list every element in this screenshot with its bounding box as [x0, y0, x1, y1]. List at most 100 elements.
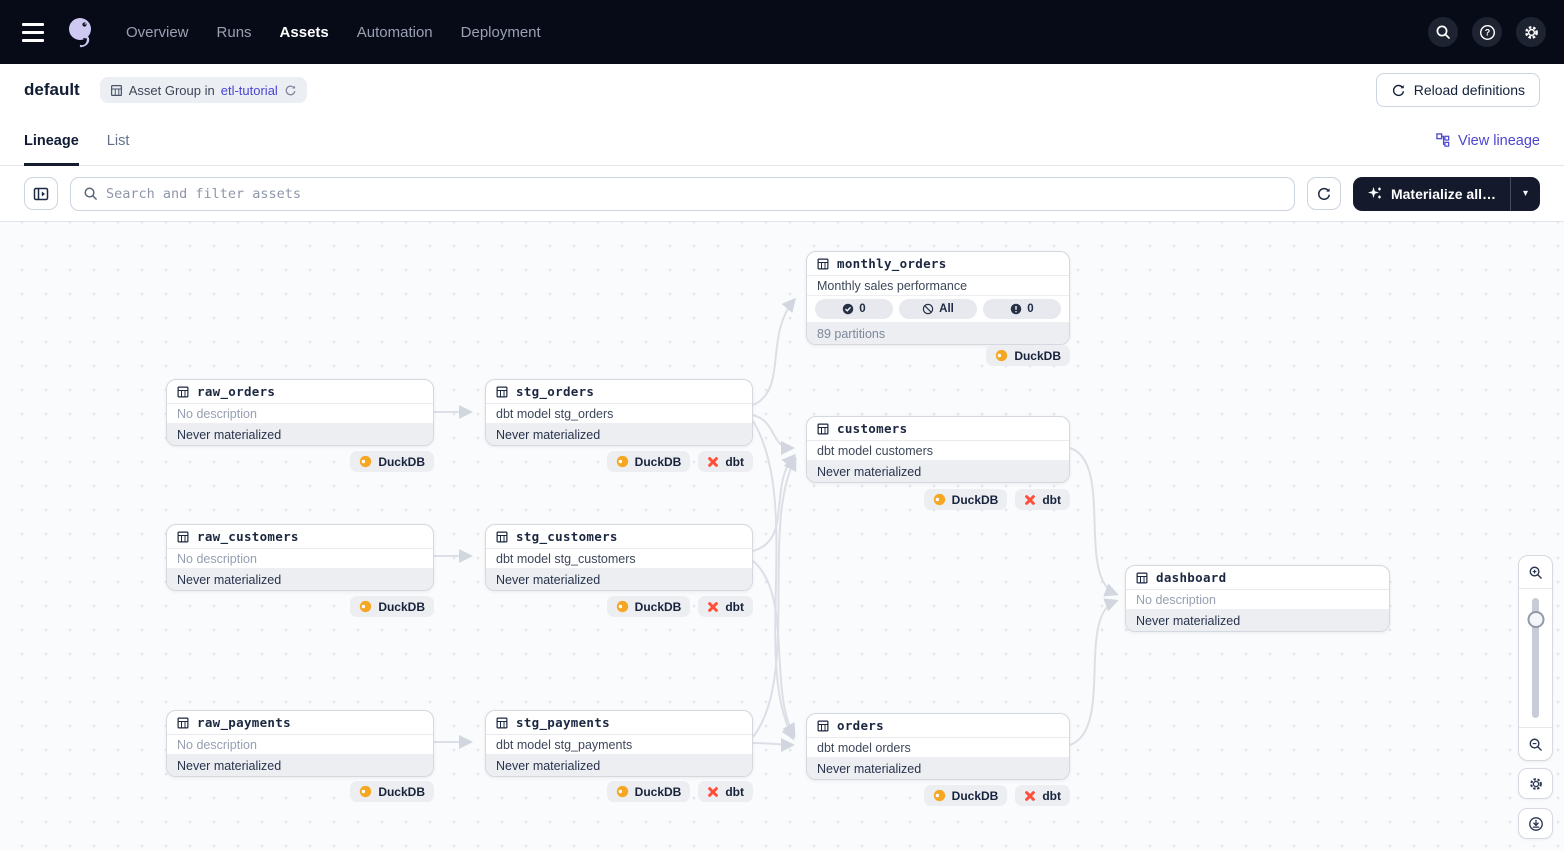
table-icon [496, 531, 508, 543]
asset-node-raw_orders[interactable]: raw_orders No description Never material… [166, 379, 434, 446]
asset-node-stg_payments[interactable]: stg_payments dbt model stg_payments Neve… [485, 710, 753, 777]
view-lineage-link[interactable]: View lineage [1436, 133, 1540, 149]
pill-failed[interactable]: 0 [983, 299, 1061, 319]
asset-name: dashboard [1156, 570, 1226, 585]
tag-duckdb[interactable]: DuckDB [924, 785, 1008, 806]
lineage-canvas[interactable]: monthly_orders Monthly sales performance… [0, 222, 1564, 851]
asset-node-stg_customers[interactable]: stg_customers dbt model stg_customers Ne… [485, 524, 753, 591]
zoom-slider-handle[interactable] [1527, 611, 1544, 628]
zoom-panel [1518, 555, 1553, 761]
asset-node-raw_customers[interactable]: raw_customers No description Never mater… [166, 524, 434, 591]
table-icon [817, 720, 829, 732]
tag-dbt[interactable]: dbt [698, 596, 753, 617]
asset-node-dashboard[interactable]: dashboard No description Never materiali… [1125, 565, 1390, 632]
asset-tags-stg_payments: DuckDB dbt [607, 781, 753, 802]
help-button[interactable]: ? [1472, 17, 1502, 47]
materialize-all-button[interactable]: Materialize all… [1353, 177, 1510, 211]
asset-description: dbt model customers [807, 441, 1069, 461]
asset-node-header: customers [807, 417, 1069, 441]
tag-duckdb[interactable]: DuckDB [607, 596, 691, 617]
nav-item-assets[interactable]: Assets [280, 24, 329, 41]
tab-row: Lineage List View lineage [0, 116, 1564, 166]
asset-tags-raw_payments: DuckDB [350, 781, 434, 802]
duckdb-icon [933, 789, 946, 802]
materialize-all-group: Materialize all… ▾ [1353, 177, 1540, 211]
asset-description: No description [167, 549, 433, 569]
zoom-in-button[interactable] [1519, 556, 1552, 588]
asset-node-header: raw_orders [167, 380, 433, 404]
tag-duckdb[interactable]: DuckDB [924, 489, 1008, 510]
pill-missing[interactable]: All [899, 299, 977, 319]
asset-node-header: raw_customers [167, 525, 433, 549]
download-image-button[interactable] [1518, 808, 1553, 839]
search-button[interactable] [1428, 17, 1458, 47]
materialize-dropdown-button[interactable]: ▾ [1510, 177, 1540, 211]
table-icon [817, 423, 829, 435]
asset-status: Never materialized [486, 755, 752, 776]
reload-definitions-button[interactable]: Reload definitions [1376, 73, 1540, 107]
dagster-logo[interactable] [64, 15, 98, 49]
tag-duckdb[interactable]: DuckDB [607, 781, 691, 802]
sidebar-toggle-button[interactable] [24, 177, 58, 210]
asset-description: dbt model orders [807, 738, 1069, 758]
asset-name: stg_orders [516, 384, 594, 399]
duckdb-icon [616, 455, 629, 468]
asset-node-monthly_orders[interactable]: monthly_orders Monthly sales performance… [806, 251, 1070, 345]
search-input[interactable] [106, 186, 1282, 202]
asset-tags-stg_orders: DuckDB dbt [607, 451, 753, 472]
nav-item-overview[interactable]: Overview [126, 24, 189, 41]
zoom-out-button[interactable] [1519, 728, 1552, 760]
asset-description: dbt model stg_payments [486, 735, 752, 755]
gear-icon [1523, 24, 1540, 41]
asset-name: raw_orders [197, 384, 275, 399]
duckdb-icon [933, 493, 946, 506]
table-icon [1136, 572, 1148, 584]
asset-status: Never materialized [167, 424, 433, 445]
tag-duckdb[interactable]: DuckDB [350, 596, 434, 617]
badge-text: Asset Group in [129, 83, 215, 98]
asset-name: customers [837, 421, 907, 436]
tag-dbt[interactable]: dbt [1015, 785, 1070, 806]
pill-materialized[interactable]: 0 [815, 299, 893, 319]
asset-node-orders[interactable]: orders dbt model orders Never materializ… [806, 713, 1070, 780]
asset-node-stg_orders[interactable]: stg_orders dbt model stg_orders Never ma… [485, 379, 753, 446]
table-icon [496, 386, 508, 398]
zoom-slider[interactable] [1519, 588, 1552, 728]
sparkle-icon [1367, 186, 1383, 202]
graph-settings-button[interactable] [1518, 768, 1553, 799]
tag-duckdb[interactable]: DuckDB [607, 451, 691, 472]
sync-icon[interactable] [284, 84, 297, 97]
asset-name: raw_customers [197, 529, 299, 544]
table-icon [496, 717, 508, 729]
refresh-button[interactable] [1307, 177, 1341, 210]
asset-status: Never materialized [486, 424, 752, 445]
asset-node-raw_payments[interactable]: raw_payments No description Never materi… [166, 710, 434, 777]
materialize-all-label: Materialize all… [1391, 186, 1496, 202]
tag-duckdb[interactable]: DuckDB [350, 451, 434, 472]
nav-item-automation[interactable]: Automation [357, 24, 433, 41]
tag-dbt[interactable]: dbt [1015, 489, 1070, 510]
asset-node-header: dashboard [1126, 566, 1389, 590]
asset-name: raw_payments [197, 715, 291, 730]
nav-item-runs[interactable]: Runs [217, 24, 252, 41]
asset-tags-monthly_orders: DuckDB [986, 345, 1070, 366]
zoom-in-icon [1528, 565, 1543, 580]
tag-duckdb[interactable]: DuckDB [986, 345, 1070, 366]
tag-dbt[interactable]: dbt [698, 781, 753, 802]
settings-button[interactable] [1516, 17, 1546, 47]
asset-node-customers[interactable]: customers dbt model customers Never mate… [806, 416, 1070, 483]
search-icon [83, 186, 98, 201]
asset-node-header: raw_payments [167, 711, 433, 735]
nav-item-deployment[interactable]: Deployment [461, 24, 541, 41]
download-icon [1528, 816, 1544, 832]
asset-tags-customers: DuckDB dbt [924, 489, 1070, 510]
tab-lineage[interactable]: Lineage [24, 116, 79, 165]
tag-dbt[interactable]: dbt [698, 451, 753, 472]
alert-circle-icon [1010, 303, 1022, 315]
tag-duckdb[interactable]: DuckDB [350, 781, 434, 802]
menu-icon[interactable] [22, 17, 52, 47]
asset-description: No description [167, 735, 433, 755]
tab-list[interactable]: List [107, 116, 130, 165]
refresh-icon [1316, 186, 1332, 202]
etl-tutorial-link[interactable]: etl-tutorial [221, 83, 278, 98]
